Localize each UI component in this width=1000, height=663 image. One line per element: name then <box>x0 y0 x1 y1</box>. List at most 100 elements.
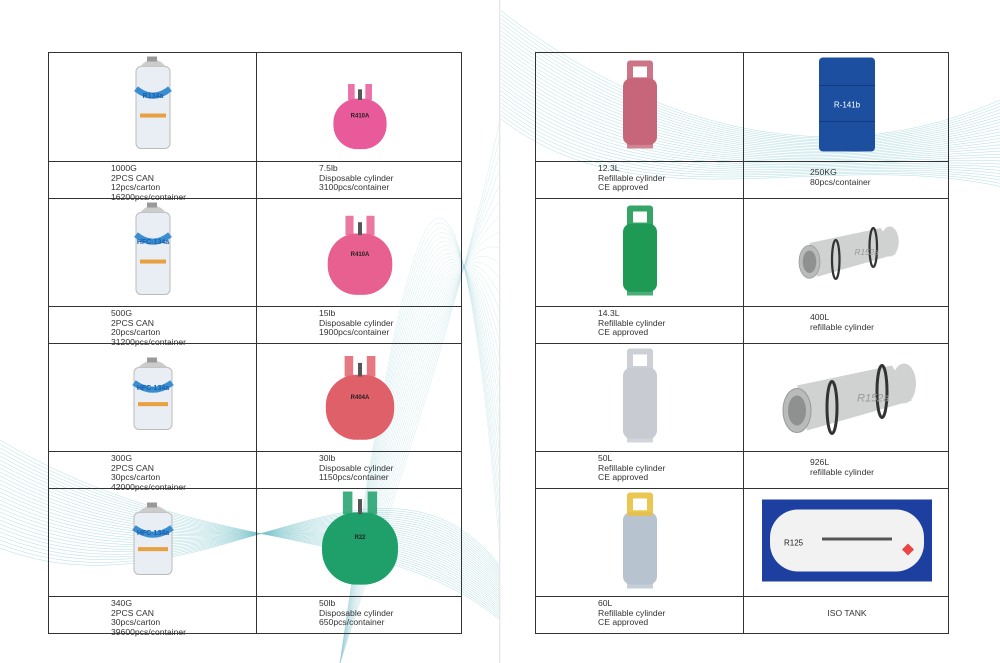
product-image-cell <box>536 199 743 306</box>
product-spec-line: Refillable cylinder <box>598 462 666 473</box>
product-image-cell: R152a <box>743 344 950 452</box>
product-image-cell: R410A <box>256 53 463 161</box>
product-spec-line: Disposable cylinder <box>319 172 394 183</box>
product-image-cell: R-141b <box>743 53 950 161</box>
product-image-cell: R404A <box>256 344 463 451</box>
product-spec-line: CE approved <box>598 472 649 483</box>
product-spec-line: 20pcs/carton <box>111 327 161 338</box>
product-image-cell: HFC-134a <box>49 489 256 596</box>
svg-text:HFC-134a: HFC-134a <box>136 384 168 391</box>
disposable-product-image: R410A <box>310 200 410 305</box>
product-spec-line: 300G <box>111 453 133 463</box>
product-spec-line: 2PCS CAN <box>111 172 154 183</box>
svg-text:R125: R125 <box>784 538 804 547</box>
product-spec-line: Disposable cylinder <box>319 317 394 328</box>
product-spec-line: 14.3L <box>598 308 620 319</box>
iso-product-image: R125 <box>762 499 932 586</box>
product-spec-line: Refillable cylinder <box>598 607 666 618</box>
can-product-image: R134a <box>133 56 172 158</box>
disposable-product-image: R404A <box>310 345 410 450</box>
product-spec-line: 42000pcs/container <box>111 481 187 492</box>
product-spec-line: CE approved <box>598 182 649 193</box>
svg-text:HFC-134a: HFC-134a <box>136 529 168 536</box>
product-spec-line: 1900pcs/container <box>319 327 390 338</box>
refillable-product-image <box>615 59 665 156</box>
can-product-image: HFC-134a <box>131 502 174 583</box>
product-spec-line: 400L <box>810 312 830 323</box>
product-spec-line: 80pcs/container <box>810 176 871 187</box>
product-spec-line: 30lb <box>319 453 336 463</box>
svg-text:R22: R22 <box>354 535 366 541</box>
product-spec-line: 7.5lb <box>319 163 338 173</box>
product-spec-line: CE approved <box>598 617 649 628</box>
ton-product-image: R152a <box>791 220 904 285</box>
product-spec-line: CE approved <box>598 327 649 338</box>
product-spec-line: Disposable cylinder <box>319 462 394 473</box>
product-spec-line: 2PCS CAN <box>111 317 154 328</box>
product-spec-line: ISO TANK <box>827 608 867 619</box>
svg-text:R152a: R152a <box>855 248 880 257</box>
product-spec-line: 16200pcs/container <box>111 191 187 202</box>
svg-text:R404A: R404A <box>351 394 370 400</box>
product-spec-line: 50lb <box>319 598 336 608</box>
product-spec-line: 60L <box>598 598 613 609</box>
product-spec-line: 340G <box>111 598 133 608</box>
product-spec-line: Refillable cylinder <box>598 172 666 183</box>
svg-text:HFC-134a: HFC-134a <box>136 238 168 245</box>
product-spec-line: 31200pcs/container <box>111 336 187 347</box>
product-image-cell <box>536 344 743 451</box>
product-spec-line: 12.3L <box>598 163 620 173</box>
product-spec-line: 2PCS CAN <box>111 462 154 473</box>
product-image-cell: R22 <box>256 489 463 596</box>
refillable-product-image <box>615 490 665 595</box>
svg-text:R134a: R134a <box>142 93 163 100</box>
svg-text:R410A: R410A <box>351 252 370 258</box>
refillable-product-image <box>615 203 665 302</box>
product-spec-line: Refillable cylinder <box>598 317 666 328</box>
product-image-cell: HFC-134a <box>49 199 256 306</box>
ton-product-image: R152a <box>772 355 922 440</box>
product-spec-line: 650pcs/container <box>319 617 385 628</box>
product-spec-line: 15lb <box>319 308 336 318</box>
product-image-cell: R125 <box>743 489 950 597</box>
product-image-cell: HFC-134a <box>49 344 256 451</box>
product-spec-line: 250KG <box>810 167 837 177</box>
product-spec-line: Disposable cylinder <box>319 607 394 618</box>
product-spec-line: 1150pcs/container <box>319 472 389 483</box>
product-spec-line: 2PCS CAN <box>111 607 154 618</box>
product-spec-cell: ISO TANK <box>743 597 950 633</box>
product-spec-line: 926L <box>810 457 830 468</box>
disposable-product-image: R410A <box>310 55 410 160</box>
svg-text:R-141b: R-141b <box>834 101 861 110</box>
page-fold <box>499 0 501 663</box>
product-spec-line: 12pcs/carton <box>111 182 161 193</box>
product-spec-line: 1000G <box>111 163 137 173</box>
product-image-cell: R410A <box>256 199 463 306</box>
svg-text:R152a: R152a <box>857 392 889 404</box>
product-spec-line: 500G <box>111 308 133 318</box>
product-image-cell: R152a <box>743 199 950 307</box>
refillable-product-image <box>615 346 665 449</box>
svg-text:R410A: R410A <box>351 113 370 119</box>
product-spec-line: 3100pcs/container <box>319 182 390 193</box>
product-spec-line: 50L <box>598 453 613 464</box>
product-spec-line: 30pcs/carton <box>111 472 161 483</box>
